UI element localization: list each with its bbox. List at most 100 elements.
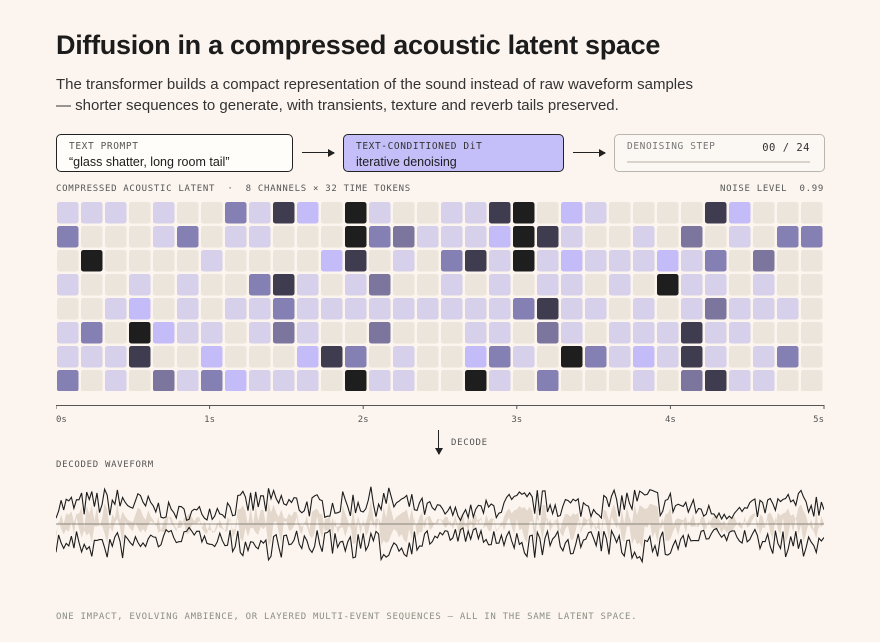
latent-cell [729,346,751,368]
latent-cell [81,370,103,391]
latent-cell [105,226,127,248]
latent-cell [345,298,367,320]
latent-cell [465,202,487,224]
latent-cell [561,370,583,391]
latent-cell [153,370,175,391]
latent-cell [753,370,775,391]
latent-cell [705,298,727,320]
latent-cell [273,298,295,320]
latent-cell [201,274,223,296]
latent-cell [705,202,727,224]
latent-cell [513,274,535,296]
latent-cell [201,346,223,368]
text-prompt-box[interactable]: TEXT PROMPT “glass shatter, long room ta… [56,134,293,172]
latent-cell [81,250,103,272]
latent-cell [633,202,655,224]
latent-cell [753,202,775,224]
latent-cell [129,274,151,296]
waveform-envelope [56,500,824,548]
latent-cell [513,226,535,248]
latent-cell [369,370,391,391]
latent-cell [153,250,175,272]
latent-cell [705,250,727,272]
denoising-step-label: DENOISING STEP [627,141,716,152]
latent-cell [537,274,559,296]
latent-cell [81,298,103,320]
latent-cell [57,346,79,368]
latent-cell [681,322,703,344]
latent-cell [441,322,463,344]
latent-cell [537,322,559,344]
latent-cell [129,370,151,391]
latent-cell [81,202,103,224]
latent-cell [441,226,463,248]
latent-cell [321,274,343,296]
latent-cell [225,250,247,272]
latent-cell [57,250,79,272]
latent-cell [585,226,607,248]
latent-cell [777,226,799,248]
decode-label: DECODE [451,438,488,448]
latent-cell [729,202,751,224]
latent-cell [489,298,511,320]
latent-cell [681,250,703,272]
latent-cell [345,346,367,368]
latent-cell [633,274,655,296]
latent-cell [465,322,487,344]
latent-cell [417,250,439,272]
latent-cell [777,250,799,272]
latent-cell [801,274,823,296]
latent-cell [201,226,223,248]
latent-cell [441,346,463,368]
latent-cell [297,298,319,320]
latent-cell [705,322,727,344]
latent-cell [801,250,823,272]
latent-cell [249,202,271,224]
latent-cell [297,202,319,224]
axis-tick-label: 1s [204,415,215,425]
latent-cell [681,370,703,391]
latent-cell [81,274,103,296]
latent-cell [369,274,391,296]
latent-cell [345,370,367,391]
latent-cell [273,226,295,248]
latent-cell [153,322,175,344]
latent-cell [249,298,271,320]
latent-cell [681,202,703,224]
latent-cell [369,346,391,368]
latent-cell [81,226,103,248]
latent-cell [729,298,751,320]
latent-cell [801,370,823,391]
latent-cell [777,370,799,391]
latent-cell [177,346,199,368]
latent-cell [729,370,751,391]
latent-cell [609,346,631,368]
latent-cell [297,250,319,272]
latent-cell [225,274,247,296]
latent-cell [561,322,583,344]
denoising-step-count: 00 / 24 [762,142,810,154]
latent-cell [177,226,199,248]
latent-cell [273,322,295,344]
latent-cell [465,274,487,296]
latent-cell [633,250,655,272]
latent-cell [177,250,199,272]
latent-cell [369,226,391,248]
latent-cell [681,298,703,320]
latent-cell [105,202,127,224]
latent-cell [753,274,775,296]
latent-cell [633,346,655,368]
denoising-step-box: DENOISING STEP 00 / 24 [614,134,825,172]
latent-cell [153,202,175,224]
latent-cell [561,274,583,296]
latent-cell [57,322,79,344]
latent-cell [609,226,631,248]
latent-cell [345,274,367,296]
dit-model-value: iterative denoising [356,155,457,169]
latent-cell [513,202,535,224]
latent-cell [585,250,607,272]
latent-cell [705,226,727,248]
latent-cell [537,226,559,248]
latent-cell [417,226,439,248]
